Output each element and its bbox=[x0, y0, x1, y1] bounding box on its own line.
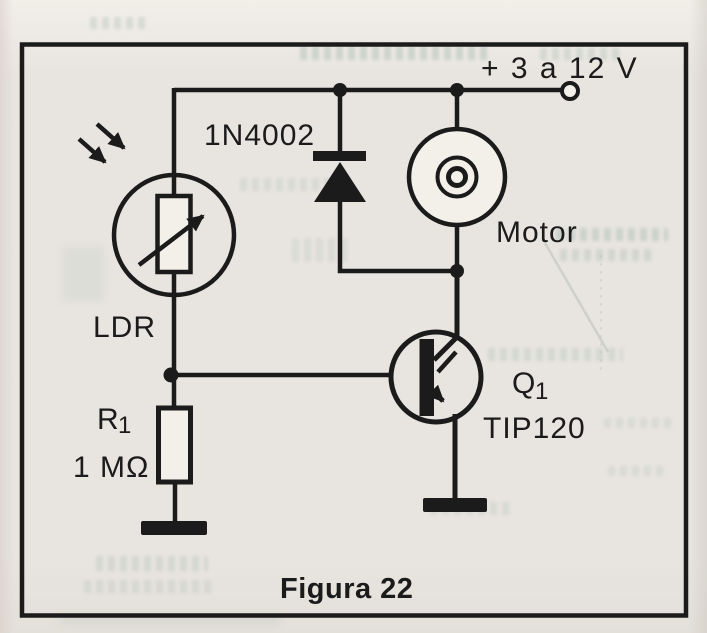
transistor-ref-label: Q bbox=[512, 367, 536, 400]
diode-label: 1N4002 bbox=[204, 119, 315, 152]
ground-symbol-right bbox=[423, 498, 487, 512]
resistor-value-label: 1 MΩ bbox=[73, 451, 149, 484]
resistor-ref-sub-label: 1 bbox=[118, 412, 131, 439]
diode-symbol bbox=[313, 151, 366, 202]
scan-artifact-line bbox=[543, 242, 610, 353]
ldr-label: LDR bbox=[93, 311, 156, 344]
motor-label: Motor bbox=[496, 216, 578, 249]
resistor-ref-label: R bbox=[97, 403, 120, 436]
motor-symbol bbox=[406, 126, 508, 228]
transistor-part-label: TIP120 bbox=[483, 412, 586, 445]
power-terminal bbox=[560, 81, 580, 101]
frame-border bbox=[19, 42, 689, 618]
diode-bottom-wire bbox=[337, 201, 457, 274]
ldr-variable-arrow bbox=[137, 214, 205, 267]
ground-symbol-left bbox=[141, 521, 207, 535]
light-rays-icon bbox=[77, 122, 126, 164]
resistor-body bbox=[156, 405, 193, 485]
transistor-ref-sub-label: 1 bbox=[535, 378, 548, 405]
ldr-resistor-body bbox=[155, 193, 193, 275]
transistor-symbol bbox=[388, 329, 484, 425]
collector-wire bbox=[432, 271, 460, 362]
power-label: + 3 a 12 V bbox=[481, 52, 639, 85]
figure-caption: Figura 22 bbox=[280, 573, 413, 605]
